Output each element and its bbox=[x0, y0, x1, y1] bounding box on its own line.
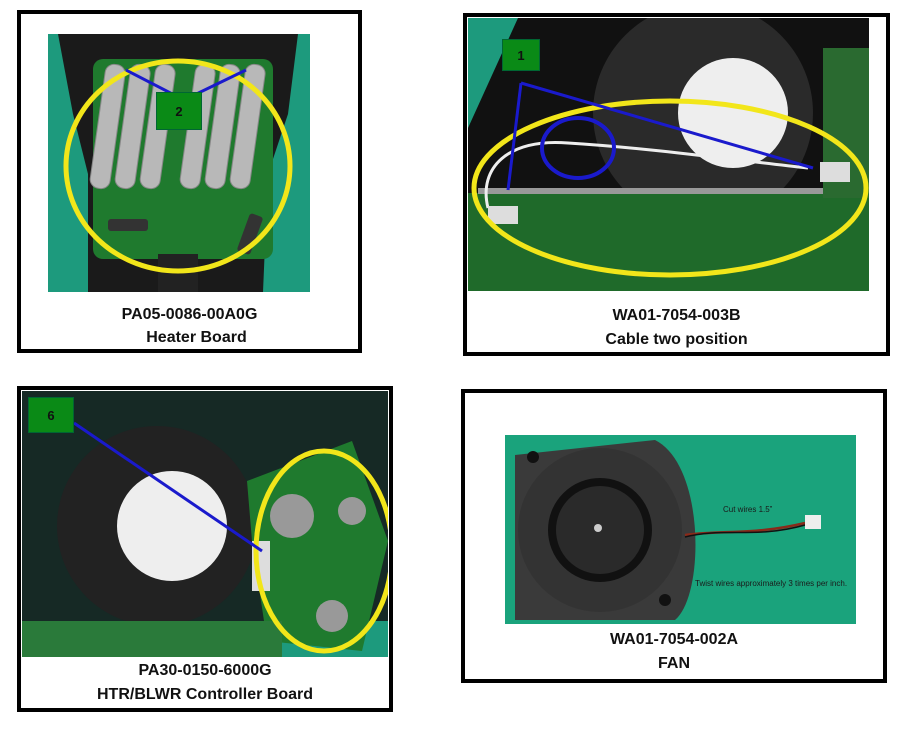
part-description: Heater Board bbox=[146, 329, 247, 346]
pointer-arrow bbox=[520, 81, 814, 170]
highlight-ellipse bbox=[253, 448, 388, 654]
panel-fan: Cut wires 1.5” Twist wires approximately… bbox=[461, 389, 887, 683]
fan-photo bbox=[505, 435, 856, 624]
cable-photo bbox=[468, 18, 869, 291]
highlight-circle bbox=[540, 116, 616, 180]
heater-board-photo bbox=[48, 34, 310, 292]
panel-cable-two-position: 1 WA01-7054-003B Cable two position bbox=[463, 13, 890, 356]
part-number: WA01-7054-003B bbox=[612, 307, 741, 324]
part-description: HTR/BLWR Controller Board bbox=[97, 686, 313, 703]
highlight-ellipse bbox=[63, 58, 293, 274]
part-number: PA05-0086-00A0G bbox=[121, 306, 258, 323]
part-description: Cable two position bbox=[605, 331, 748, 348]
callout-badge: 2 bbox=[156, 92, 202, 130]
callout-badge: 1 bbox=[502, 39, 540, 71]
part-number: WA01-7054-002A bbox=[609, 631, 739, 648]
callout-badge: 6 bbox=[28, 397, 74, 433]
pointer-arrow bbox=[506, 82, 523, 191]
note-twist-wires: Twist wires approximately 3 times per in… bbox=[695, 579, 848, 588]
controller-board-photo bbox=[22, 391, 388, 657]
pointer-arrow bbox=[73, 421, 263, 553]
note-cut-wires: Cut wires 1.5” bbox=[723, 505, 773, 514]
panel-controller-board: 6 PA30-0150-6000G HTR/BLWR Controller Bo… bbox=[17, 386, 393, 712]
panel-heater-board: 2 PA05-0086-00A0G Heater Board bbox=[17, 10, 362, 353]
highlight-ellipse bbox=[471, 98, 869, 278]
part-number: PA30-0150-6000G bbox=[138, 662, 272, 679]
part-description: FAN bbox=[658, 655, 690, 672]
